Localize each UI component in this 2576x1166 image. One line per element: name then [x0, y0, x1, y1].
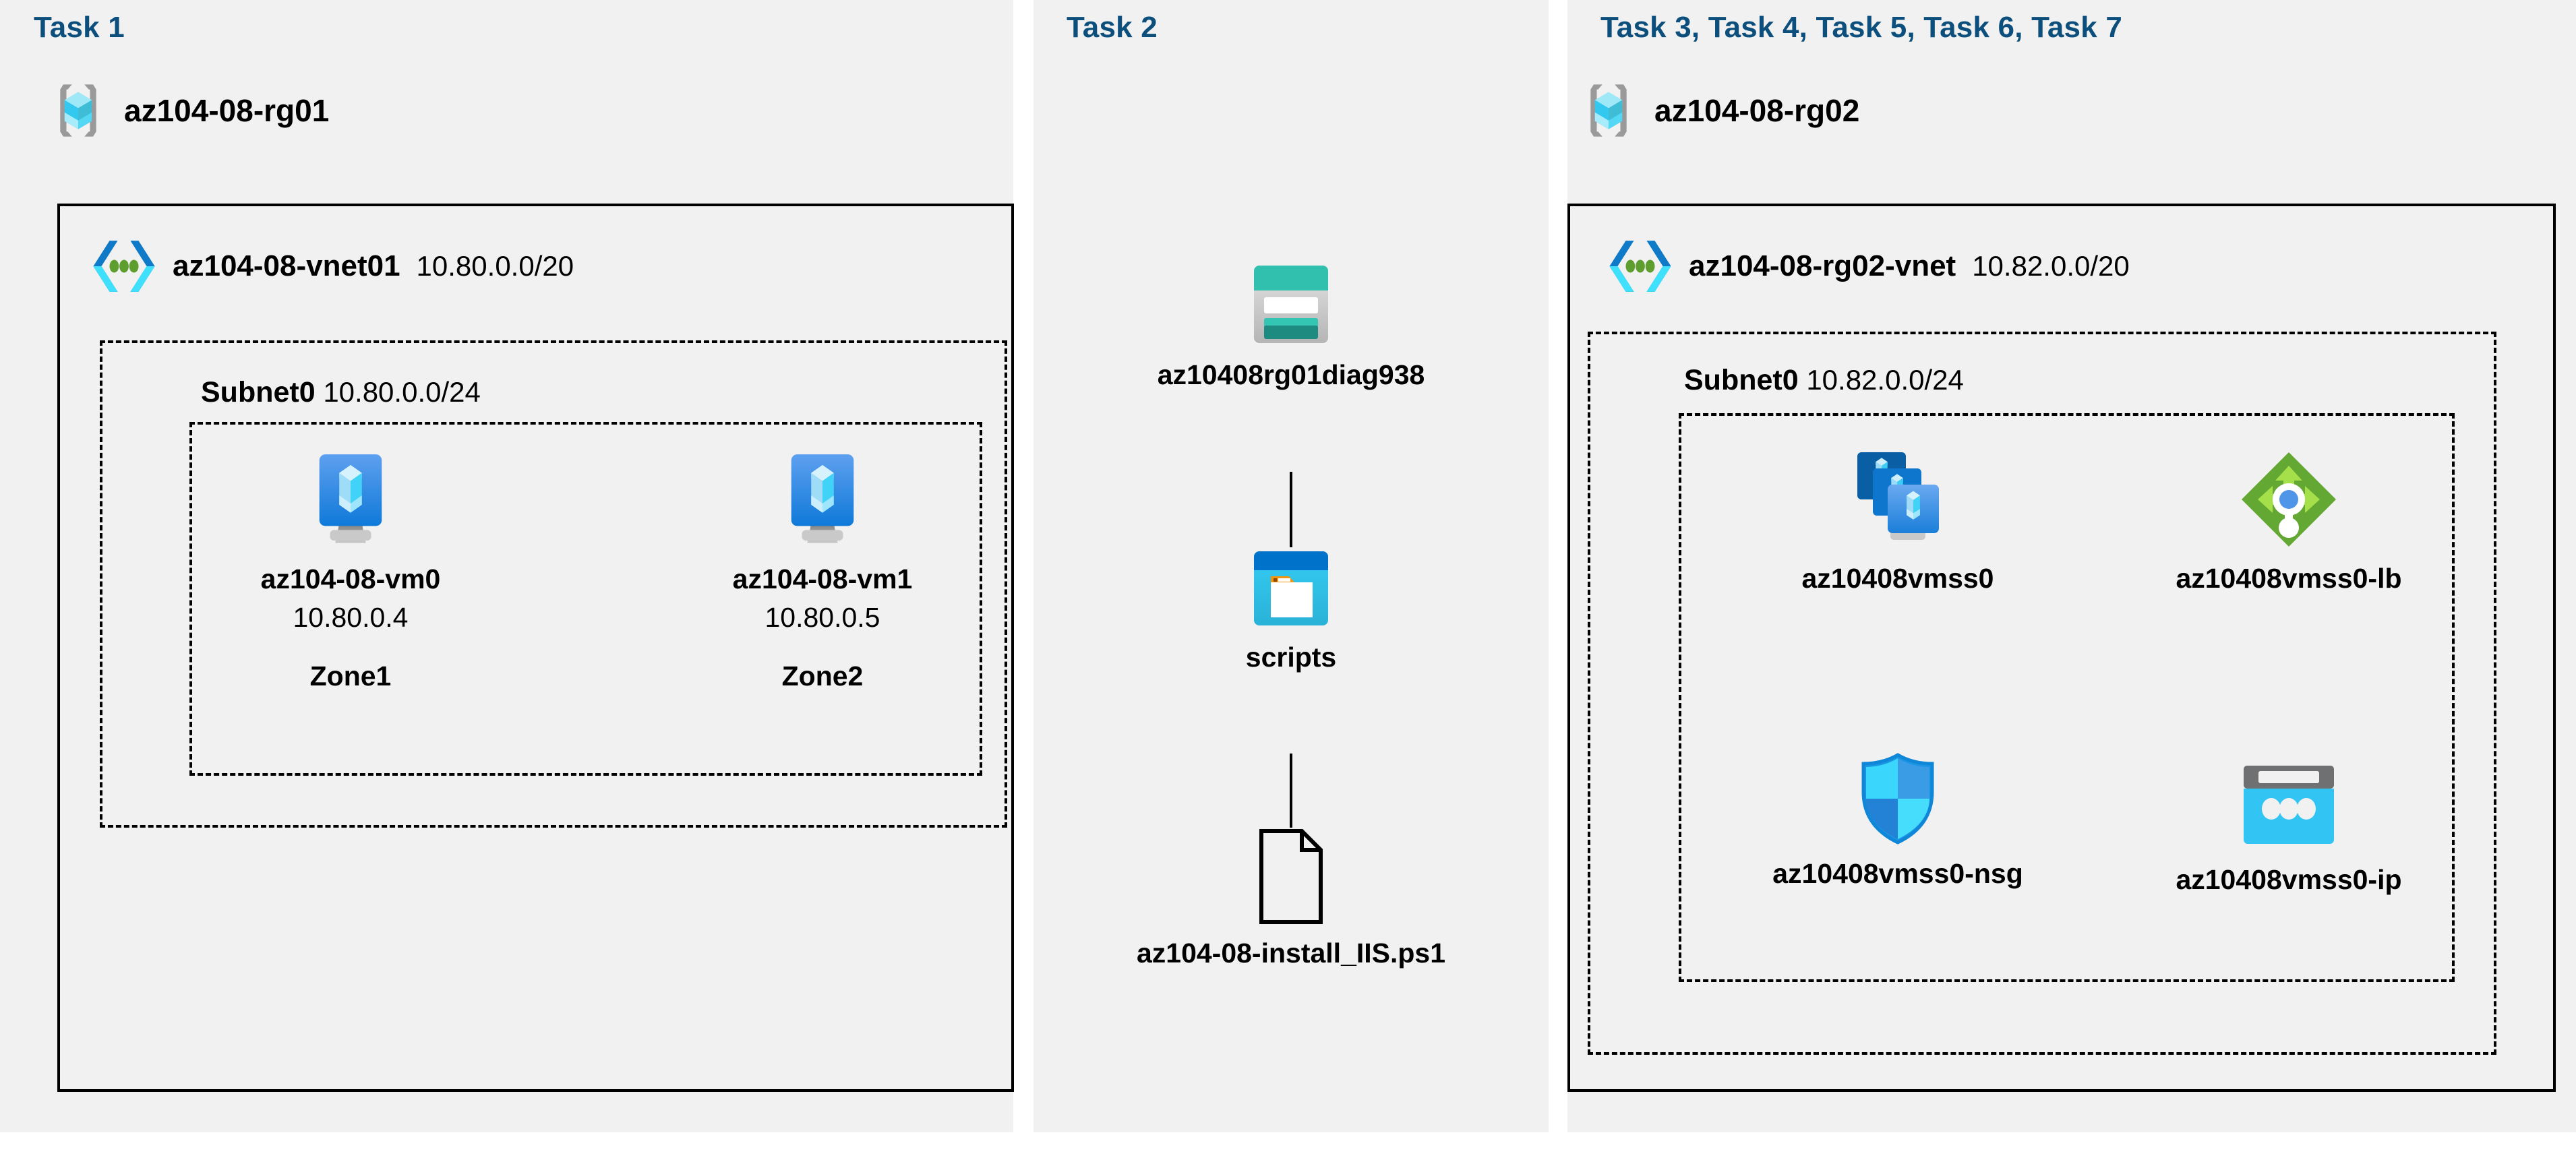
vm-node-1[interactable]: az104-08-vm1 10.80.0.5 Zone2 [728, 452, 917, 692]
resource-group-icon [47, 80, 109, 142]
subnet-name: Subnet0 [1684, 364, 1799, 396]
subnet-cidr: 10.82.0.0/24 [1806, 364, 1964, 396]
vnet-cidr: 10.82.0.0/20 [1972, 250, 2130, 282]
task-label-3to7: Task 3, Task 4, Task 5, Task 6, Task 7 [1600, 11, 2122, 44]
vm-ip: 10.80.0.5 [765, 602, 880, 633]
connector-container-to-file [1290, 754, 1292, 828]
storage-account-icon [1250, 262, 1332, 347]
vm-zone: Zone1 [309, 661, 392, 692]
vm-zone: Zone2 [781, 661, 864, 692]
blob-container-node[interactable]: scripts [1214, 547, 1369, 673]
vnet-name: az104-08-vnet01 [173, 249, 400, 282]
panel-task3to7 [1567, 0, 2576, 1132]
load-balancer-name: az10408vmss0-lb [2176, 563, 2402, 594]
zone-group-box-task1 [189, 422, 982, 776]
virtual-machine-icon [307, 452, 394, 551]
public-ip-name: az10408vmss0-ip [2176, 864, 2402, 895]
public-ip-node[interactable]: az10408vmss0-ip [2151, 762, 2427, 896]
resource-group-name: az104-08-rg02 [1654, 93, 1860, 128]
subnet-label-task1: Subnet0 10.80.0.0/24 [201, 376, 481, 409]
blob-container-icon [1250, 547, 1332, 630]
nsg-node[interactable]: az10408vmss0-nsg [1760, 751, 2036, 890]
network-security-group-icon [1858, 751, 1938, 846]
file-node[interactable]: az104-08-install_IIS.ps1 [1137, 828, 1445, 969]
resource-group-task3to7: az104-08-rg02 [1578, 80, 1859, 142]
resource-group-name: az104-08-rg01 [124, 93, 330, 128]
panel-task1 [0, 0, 1013, 1132]
vm-node-0[interactable]: az104-08-vm0 10.80.0.4 Zone1 [256, 452, 445, 692]
vm-name: az104-08-vm0 [260, 563, 441, 594]
connector-storage-to-container [1290, 472, 1292, 547]
resource-group-task1: az104-08-rg01 [47, 80, 329, 142]
public-ip-address-icon [2241, 762, 2337, 852]
subnet-cidr: 10.80.0.0/24 [323, 376, 481, 408]
file-icon [1257, 828, 1325, 925]
task-label-1: Task 1 [34, 11, 125, 44]
vnet-cidr: 10.80.0.0/20 [416, 250, 574, 282]
vnet-box-task3to7 [1567, 204, 2556, 1092]
subnet-box-task1 [100, 340, 1007, 828]
vnet-name: az104-08-rg02-vnet [1689, 249, 1956, 282]
file-name: az104-08-install_IIS.ps1 [1136, 938, 1446, 969]
storage-account-node[interactable]: az10408rg01diag938 [1158, 262, 1425, 391]
resource-group-box-task3to7 [1679, 413, 2455, 982]
resource-group-icon [1578, 80, 1640, 142]
vmss-node[interactable]: az10408vmss0 [1760, 448, 2036, 594]
nsg-name: az10408vmss0-nsg [1772, 858, 2023, 889]
vm-ip: 10.80.0.4 [293, 602, 409, 633]
subnet-name: Subnet0 [201, 376, 316, 408]
vm-name: az104-08-vm1 [732, 563, 913, 594]
storage-account-name: az10408rg01diag938 [1157, 359, 1425, 390]
virtual-machine-icon [779, 452, 866, 551]
subnet-label-task3to7: Subnet0 10.82.0.0/24 [1684, 364, 1964, 397]
load-balancer-icon [2238, 448, 2340, 551]
vnet-header-task3to7: az104-08-rg02-vnet 10.82.0.0/20 [1608, 237, 2130, 295]
virtual-network-icon [92, 237, 156, 295]
vm-scale-set-icon [1847, 448, 1948, 551]
subnet-box-task3to7 [1588, 332, 2496, 1055]
virtual-network-icon [1608, 237, 1673, 295]
task-label-2: Task 2 [1067, 11, 1158, 44]
vnet-box-task1 [57, 204, 1014, 1092]
vmss-name: az10408vmss0 [1801, 563, 1994, 594]
vnet-header-task1: az104-08-vnet01 10.80.0.0/20 [92, 237, 574, 295]
container-name: scripts [1245, 642, 1337, 673]
load-balancer-node[interactable]: az10408vmss0-lb [2151, 448, 2427, 594]
